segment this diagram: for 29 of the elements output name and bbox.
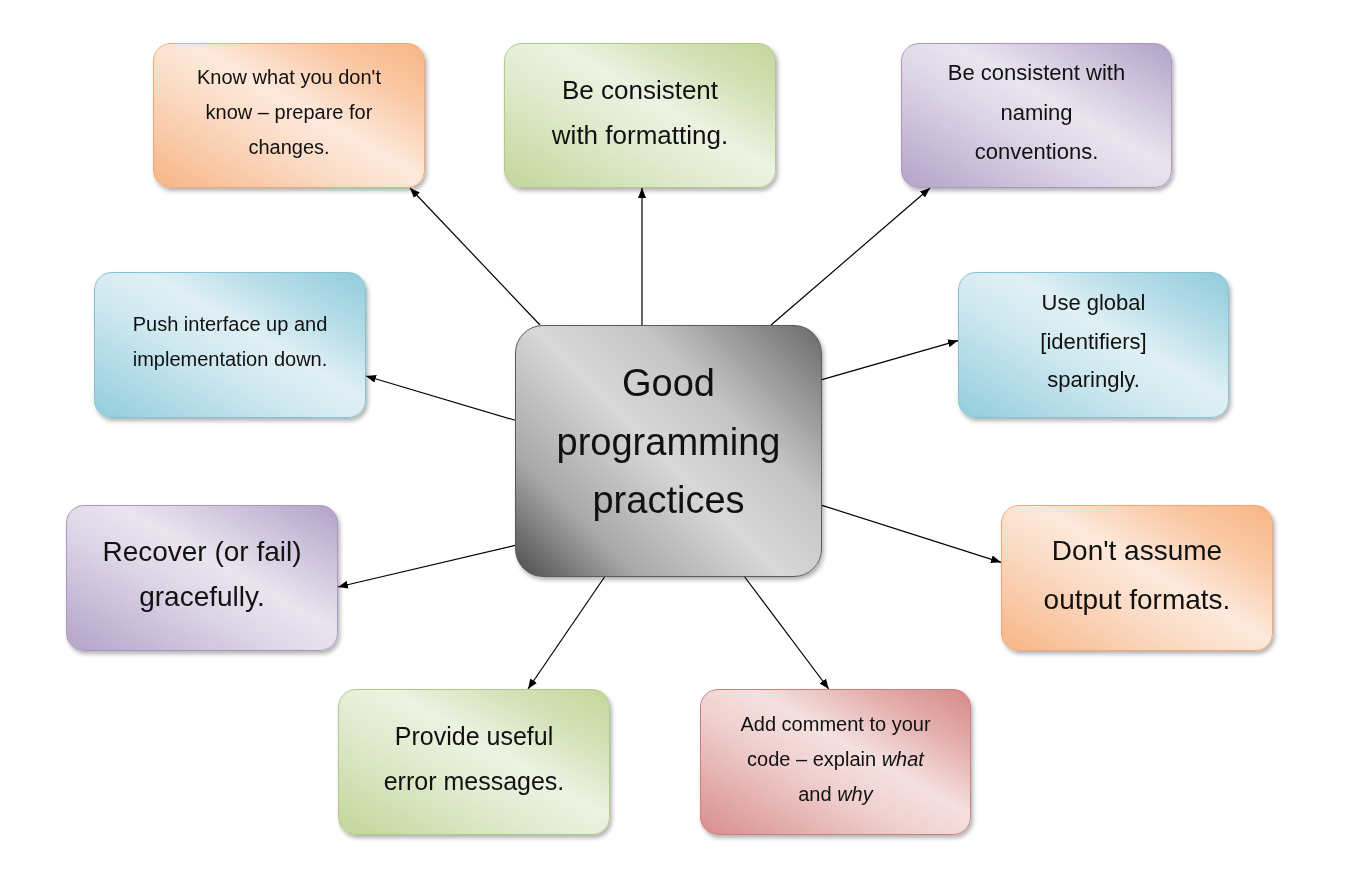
box-text: Use global [identifiers] sparingly.: [1039, 289, 1148, 395]
arrow: [821, 339, 959, 381]
arrow: [821, 504, 1002, 564]
arrow: [770, 187, 931, 326]
box-text: Don't assume output formats.: [1042, 534, 1232, 617]
box-text: Good programming practices: [555, 360, 782, 524]
practice-box: [504, 43, 776, 188]
practice-box: [338, 689, 610, 835]
arrow: [337, 544, 516, 589]
box-text: Add comment to your code – explain what and why: [739, 711, 932, 807]
box-text: Provide useful error messages.: [382, 721, 566, 797]
box-text: Recover (or fail) gracefully.: [101, 535, 303, 614]
arrow: [365, 375, 516, 421]
box-text: Be consistent with naming conventions.: [946, 59, 1127, 167]
practice-box: [1001, 505, 1273, 651]
box-text: Push interface up and implementation down.: [131, 312, 329, 372]
practice-box: [958, 272, 1229, 418]
central-topic-box: [515, 325, 822, 577]
practice-box: [901, 43, 1172, 188]
arrow: [744, 576, 830, 690]
practice-box: [153, 43, 425, 188]
arrow: [527, 576, 606, 690]
arrow: [409, 187, 541, 326]
practice-box: [94, 272, 366, 418]
box-text: Be consistent with formatting.: [550, 74, 730, 152]
box-text: Know what you don't know – prepare for changes.: [196, 65, 382, 160]
arrow: [638, 187, 646, 326]
practice-box: [66, 505, 338, 651]
practice-box: [700, 689, 971, 835]
